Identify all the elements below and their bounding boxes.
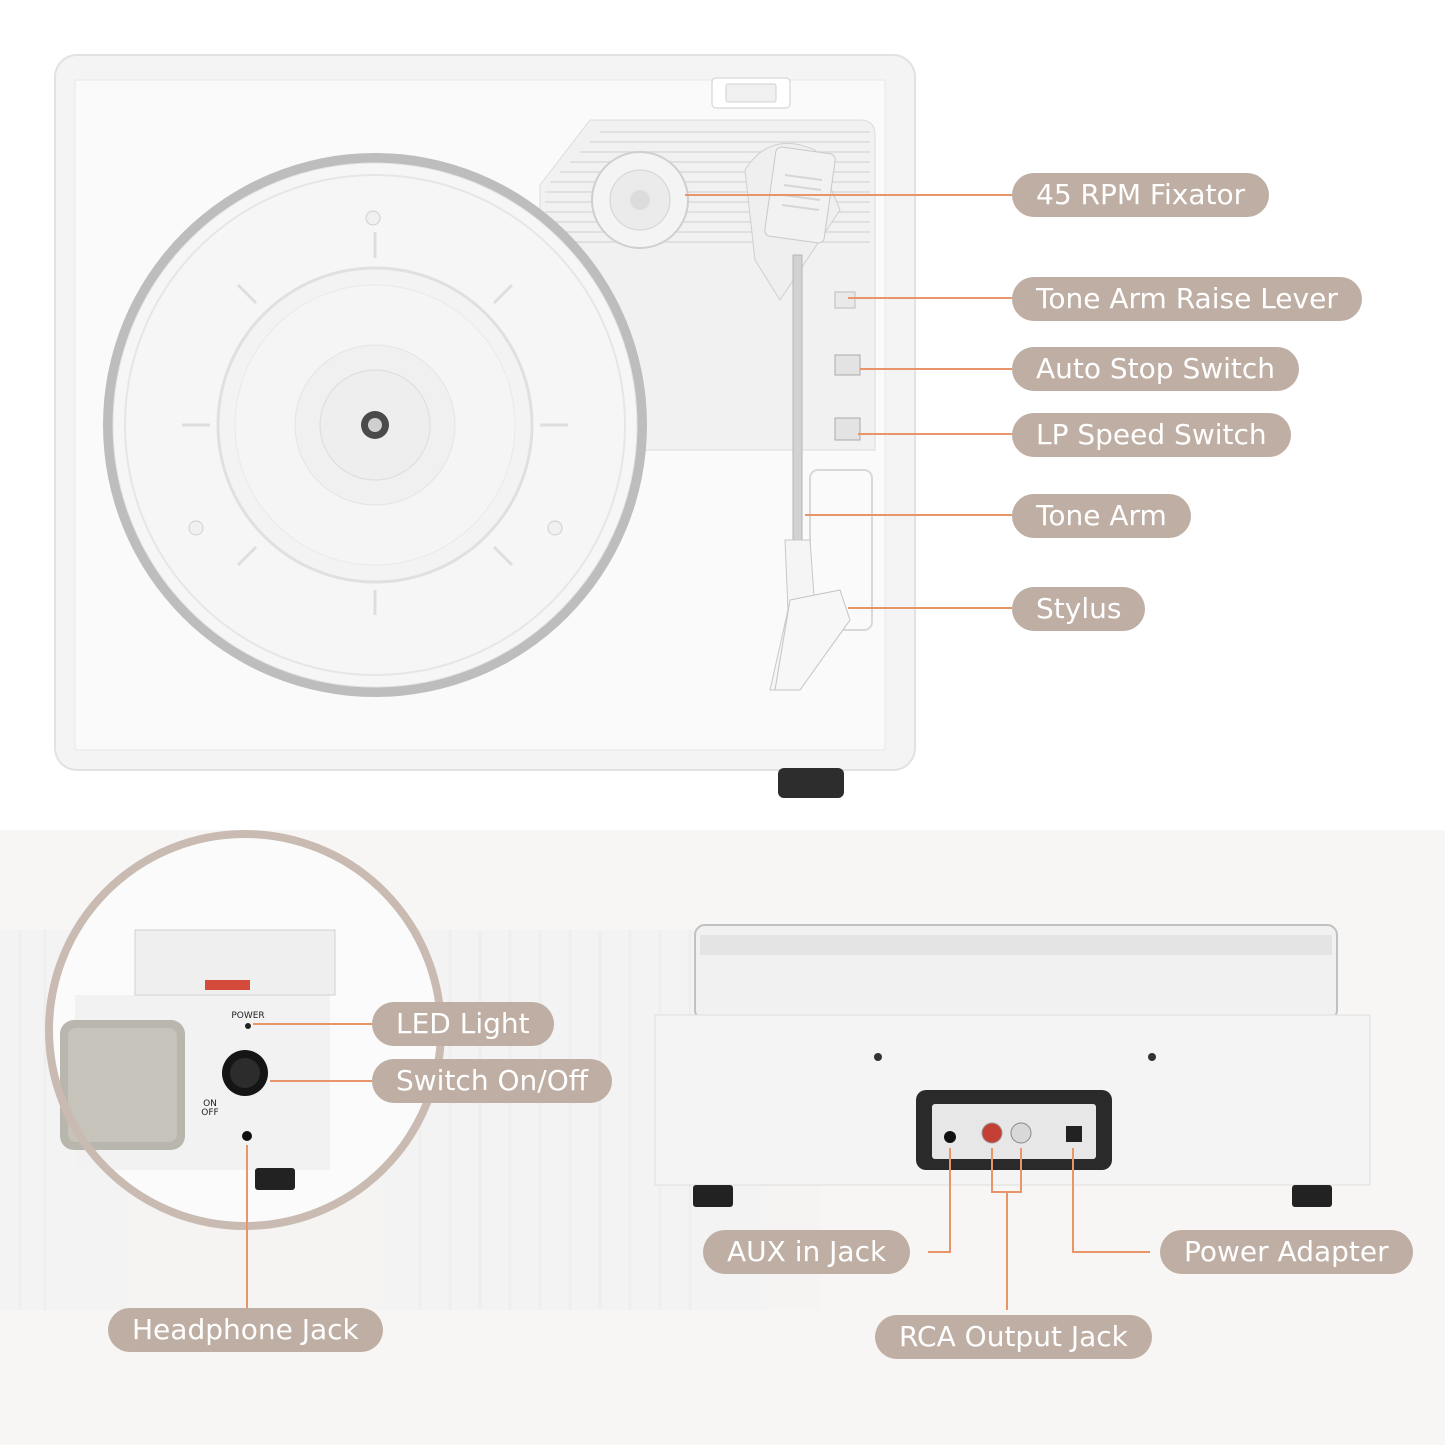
callout-led-light: LED Light [372,1002,554,1046]
turntable-top-view [54,54,916,798]
on-label: ON [203,1099,217,1109]
callout-stylus: Stylus [1012,587,1146,631]
callout-tone-arm: Tone Arm [1012,494,1191,538]
leader-lines [246,194,1150,1310]
off-label: OFF [201,1108,218,1118]
front-panel-zoom [45,830,445,1230]
callout-headphone-jack: Headphone Jack [108,1308,383,1352]
callout-45-rpm-fixator: 45 RPM Fixator [1012,173,1270,217]
callout-aux-in-jack: AUX in Jack [703,1230,911,1274]
callout-tone-arm-raise-lever: Tone Arm Raise Lever [1012,277,1362,321]
callout-auto-stop-switch: Auto Stop Switch [1012,347,1300,391]
power-label: POWER [231,1011,264,1021]
callout-rca-output-jack: RCA Output Jack [875,1315,1152,1359]
callout-power-adapter: Power Adapter [1160,1230,1413,1274]
turntable-rear-view [654,924,1371,1207]
callout-lp-speed-switch: LP Speed Switch [1012,413,1291,457]
callout-switch-on-off: Switch On/Off [372,1059,613,1103]
